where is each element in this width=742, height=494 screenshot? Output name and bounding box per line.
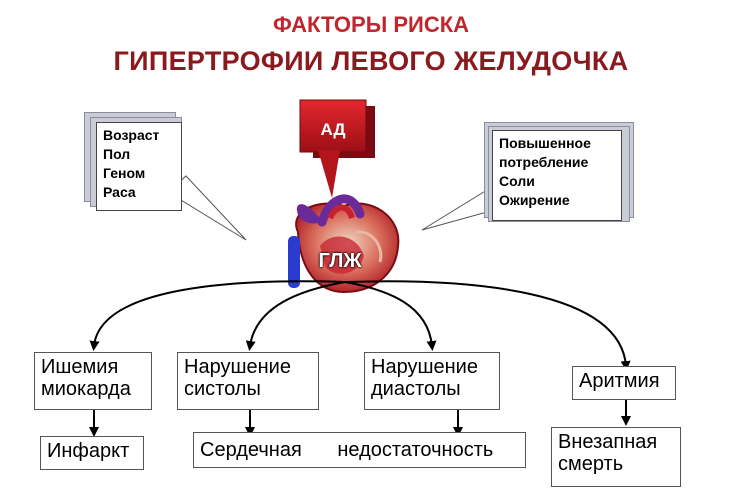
callout-right-pointer	[421, 189, 488, 231]
factor-genome: Геном	[103, 165, 146, 181]
sudden-death-line-2: смерть	[558, 453, 624, 475]
title-line-2: ГИПЕРТРОФИИ ЛЕВОГО ЖЕЛУДОЧКА	[113, 46, 629, 76]
factor-increased: Повышенное	[499, 135, 591, 151]
factor-obesity: Ожирение	[499, 192, 570, 208]
arrow-to-arrhythmia	[344, 280, 631, 371]
systole-line-2: систолы	[184, 378, 261, 400]
infarct-label: Инфаркт	[47, 440, 130, 462]
systole-line-1: Нарушение	[184, 356, 291, 378]
arrow-to-diastole	[344, 281, 437, 351]
arrow-to-ischemia	[89, 280, 346, 351]
sudden-death-box: Внезапная смерть	[551, 427, 681, 487]
diastole-line-2: диастолы	[371, 378, 461, 400]
heart-failure-word-1: Сердечная	[200, 439, 302, 461]
lvh-label: ГЛЖ	[318, 250, 362, 272]
ischemia-line-2: миокарда	[41, 378, 131, 400]
factor-sex: Пол	[103, 146, 131, 162]
heart-failure-box: Сердечная недостаточность	[193, 432, 526, 468]
diastole-line-1: Нарушение	[371, 356, 478, 378]
arrow-to-systole	[245, 281, 346, 351]
ad-label: АД	[320, 120, 346, 139]
infarct-box: Инфаркт	[40, 436, 144, 470]
risk-factors-left-note: Возраст Пол Геном Раса	[96, 122, 182, 211]
risk-factors-right-note: Повышенное потребление Соли Ожирение	[492, 130, 622, 221]
factor-race: Раса	[103, 184, 136, 200]
diastole-box: Нарушение диастолы	[364, 352, 500, 410]
factor-salt: Соли	[499, 173, 535, 189]
arrhythmia-box: Аритмия	[572, 366, 676, 400]
sudden-death-line-1: Внезапная	[558, 431, 658, 453]
ad-badge-icon	[299, 99, 375, 198]
ischemia-line-1: Ишемия	[41, 356, 119, 378]
arrhythmia-label: Аритмия	[579, 370, 660, 392]
systole-box: Нарушение систолы	[177, 352, 319, 410]
heart-icon	[288, 194, 400, 294]
factor-consumption: потребление	[499, 154, 589, 170]
factor-age: Возраст	[103, 127, 160, 143]
heart-failure-word-2: недостаточность	[337, 439, 494, 461]
title-line-1: ФАКТОРЫ РИСКА	[272, 12, 470, 37]
ischemia-box: Ишемия миокарда	[34, 352, 152, 410]
